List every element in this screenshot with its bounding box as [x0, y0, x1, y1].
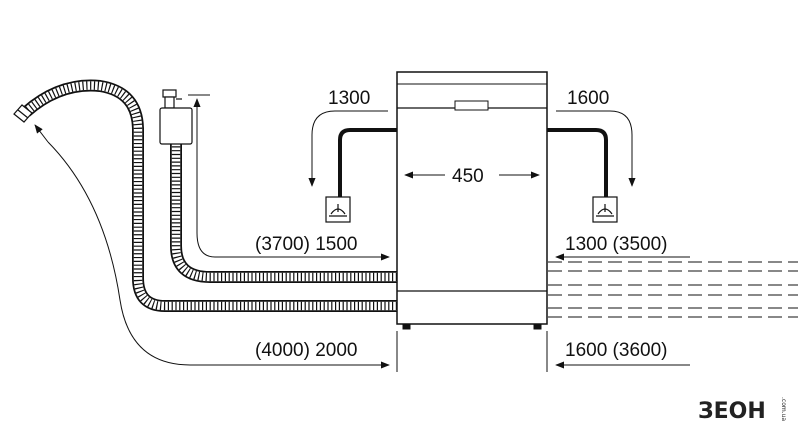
logo-text: ЗЕОН: [698, 399, 766, 424]
side-pipes: [338, 128, 608, 200]
aquastop-valve-icon: [159, 89, 193, 145]
label-width: 450: [452, 166, 484, 187]
siphon-left-icon: [325, 196, 351, 223]
drain-hose-outer: [22, 79, 397, 312]
logo-suffix: .com.ua: [780, 397, 787, 421]
floor-dashed-lines: [548, 261, 798, 318]
label-left-inlet: (3700) 1500: [255, 234, 357, 255]
drain-height-arrows: [308, 110, 636, 187]
foot-left: [402, 323, 411, 330]
label-left-top: 1300: [328, 88, 370, 109]
label-right-inlet: 1300 (3500): [565, 234, 667, 255]
right-dimensions: [396, 253, 690, 372]
inlet-hose: [170, 143, 397, 283]
label-right-top: 1600: [567, 88, 609, 109]
label-left-drain: (4000) 2000: [255, 340, 357, 361]
drain-length-dimension: [34, 124, 390, 369]
foot-right: [533, 323, 542, 330]
drain-hose-end-icon: [13, 104, 33, 123]
label-right-drain: 1600 (3600): [565, 340, 667, 361]
inlet-length-dimension: [188, 94, 390, 261]
zeon-logo: ЗЕОН .com.ua: [698, 397, 787, 424]
siphon-right-icon: [592, 196, 618, 223]
dishwasher-body: [396, 71, 548, 330]
control-panel-display: [454, 100, 489, 111]
